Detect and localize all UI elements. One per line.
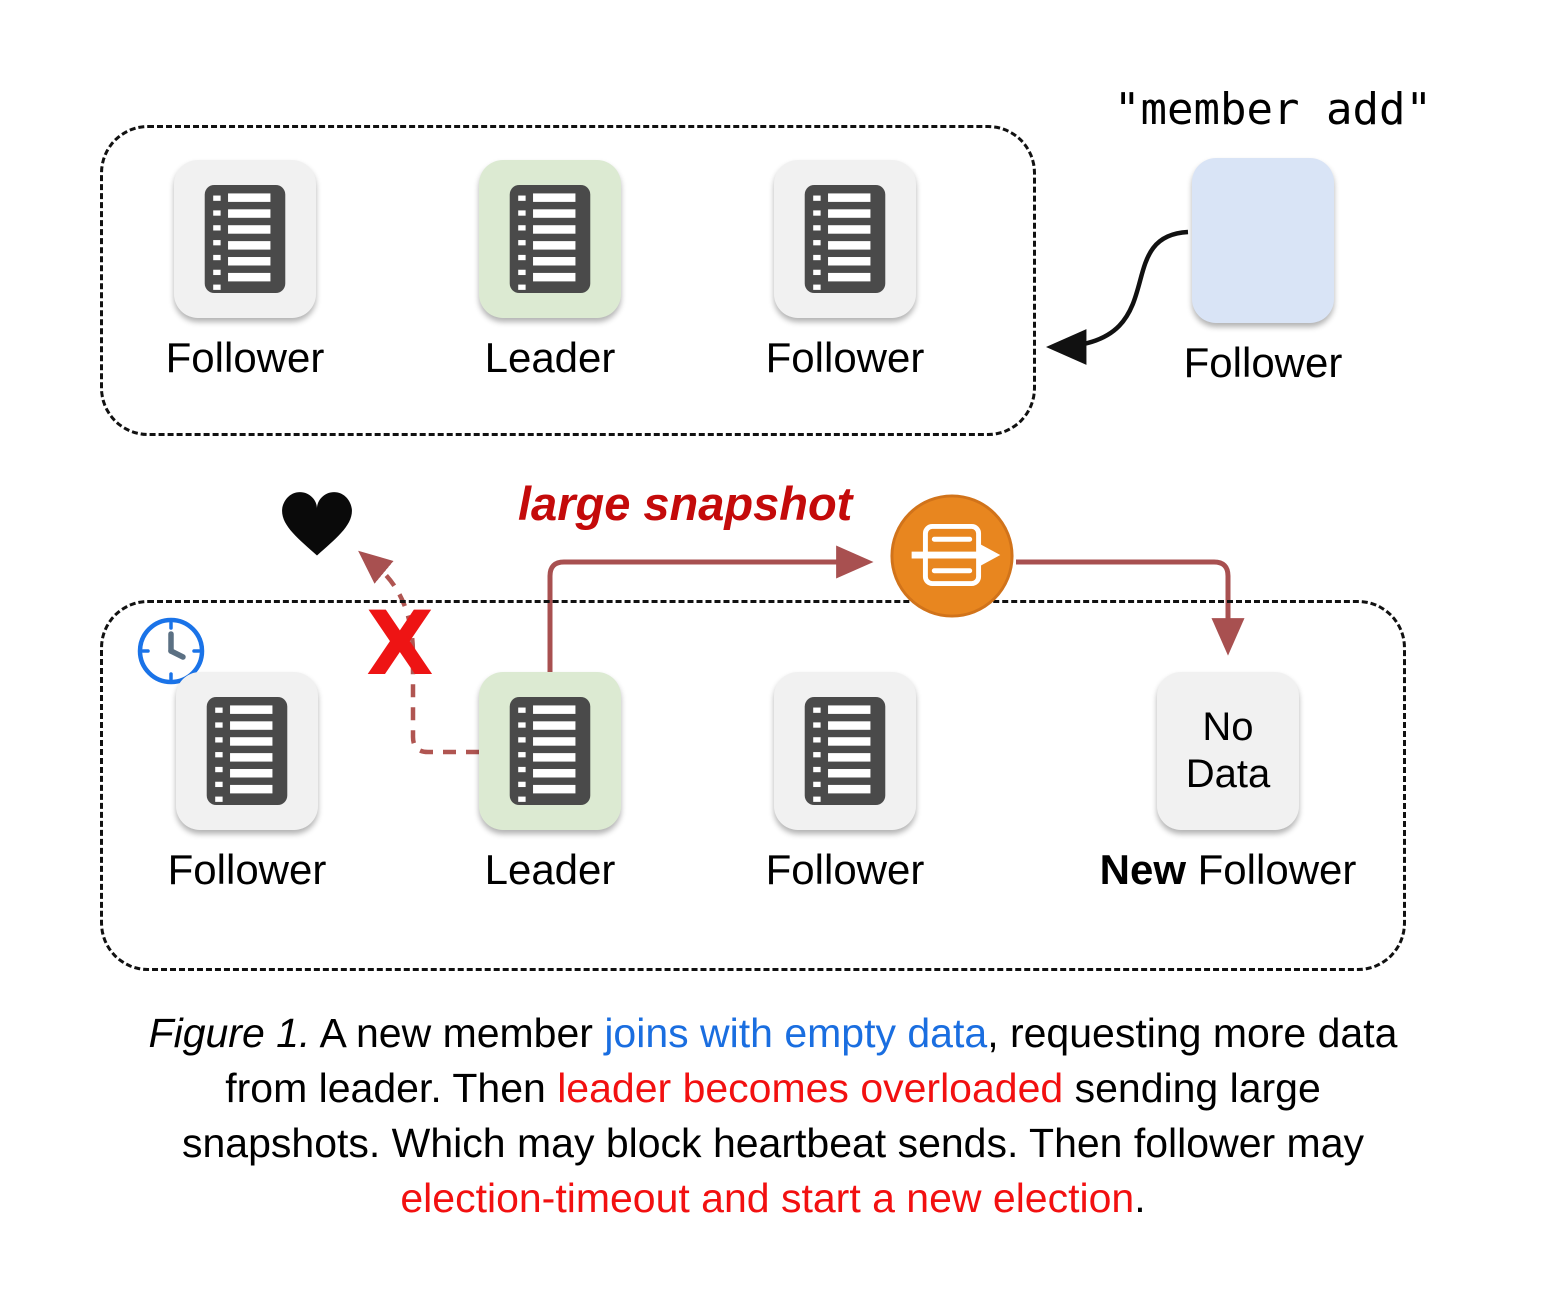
caption-text: A new member xyxy=(310,1010,605,1056)
heartbeat-dashed-arrow xyxy=(358,550,479,755)
member-add-arrow xyxy=(1045,229,1189,365)
caption-red-text: leader becomes overloaded xyxy=(557,1064,1064,1111)
top-follower-2: Follower xyxy=(725,160,965,382)
log-icon xyxy=(204,184,286,294)
empty-member-box xyxy=(1192,158,1334,323)
bottom-follower-1: Follower xyxy=(127,672,367,894)
top-follower-1: Follower xyxy=(125,160,365,382)
new-member-node: Follower xyxy=(1143,158,1383,387)
caption-figure-label: Figure 1. xyxy=(148,1010,311,1056)
caption-text: , requesting more data xyxy=(987,1010,1398,1056)
bottom-leader: Leader xyxy=(430,672,670,894)
new-label-bold: New xyxy=(1099,846,1186,893)
log-icon-box xyxy=(479,160,621,318)
node-label: Leader xyxy=(484,846,616,893)
figure-caption: Figure 1. A new member joins with empty … xyxy=(53,1006,1493,1226)
node-label: New Follower xyxy=(1100,846,1357,894)
caption-text: from leader. Then xyxy=(225,1064,558,1111)
log-icon-box xyxy=(479,672,621,830)
no-data-box: No Data xyxy=(1157,672,1299,830)
log-icon xyxy=(206,696,288,806)
node-label: Leader xyxy=(484,334,616,381)
no-data-text: No Data xyxy=(1185,704,1271,796)
node-label: Follower xyxy=(765,846,925,893)
node-label: Follower xyxy=(167,846,327,893)
log-icon xyxy=(509,184,591,294)
top-cluster-box xyxy=(100,125,1036,436)
log-icon-box xyxy=(176,672,318,830)
log-icon-box xyxy=(174,160,316,318)
log-icon xyxy=(509,696,591,806)
node-label: Follower xyxy=(1183,339,1343,386)
log-icon-box xyxy=(774,672,916,830)
snapshot-arrow-left xyxy=(547,545,874,682)
node-label: Follower xyxy=(765,334,925,381)
snapshot-arrow-right xyxy=(1016,559,1245,656)
heart-icon xyxy=(282,492,352,556)
blocked-x-icon: X xyxy=(366,592,434,695)
caption-text: sending large xyxy=(1063,1064,1321,1111)
log-icon xyxy=(804,184,886,294)
member-add-command: "member add" xyxy=(1114,84,1432,135)
caption-text: snapshots. Which may block heartbeat sen… xyxy=(182,1119,1364,1166)
caption-text: . xyxy=(1134,1174,1146,1221)
snapshot-transfer-icon xyxy=(890,494,1014,618)
bottom-cluster-box xyxy=(100,600,1406,971)
log-icon xyxy=(804,696,886,806)
new-follower-node: No Data New Follower xyxy=(1100,672,1356,894)
top-leader: Leader xyxy=(430,160,670,382)
new-label-rest: Follower xyxy=(1185,846,1357,893)
clock-icon xyxy=(137,617,205,685)
log-icon-box xyxy=(774,160,916,318)
node-label: Follower xyxy=(165,334,325,381)
large-snapshot-label: large snapshot xyxy=(518,477,853,530)
caption-blue-text: joins with empty data xyxy=(604,1010,988,1056)
bottom-follower-2: Follower xyxy=(725,672,965,894)
caption-red-text: election-timeout and start a new electio… xyxy=(400,1174,1135,1221)
